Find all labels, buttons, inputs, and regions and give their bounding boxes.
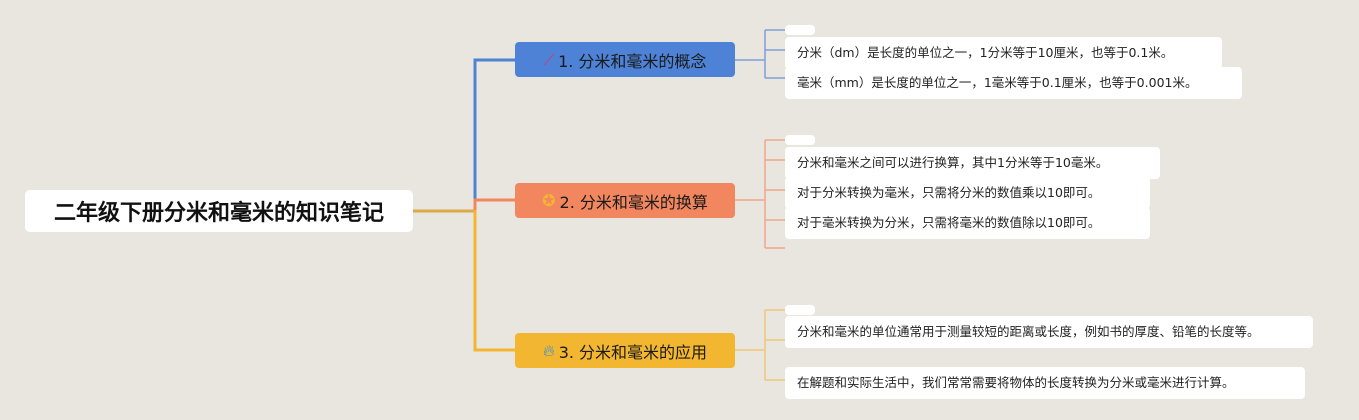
leaf-stub: [785, 305, 815, 315]
branch-topic-application[interactable]: 🔥︎ 3. 分米和毫米的应用: [515, 333, 735, 368]
leaf-note[interactable]: 对于毫米转换为分米，只需将毫米的数值除以10即可。: [785, 207, 1150, 239]
leaf-note[interactable]: 对于分米转换为毫米，只需将分米的数值乘以10即可。: [785, 177, 1150, 209]
leaf-stub: [785, 25, 815, 35]
flame-icon: 🔥︎: [542, 340, 555, 360]
leaf-note[interactable]: 分米和毫米之间可以进行换算，其中1分米等于10毫米。: [785, 147, 1160, 179]
branch-topic-concept[interactable]: ⟋ 1. 分米和毫米的概念: [515, 42, 735, 77]
branch-label: 2. 分米和毫米的换算: [559, 192, 708, 212]
leaf-note[interactable]: 毫米（mm）是长度的单位之一，1毫米等于0.1厘米，也等于0.001米。: [785, 67, 1242, 99]
magic-wand-icon: ⟋: [543, 50, 555, 69]
leaf-note[interactable]: 分米和毫米的单位通常用于测量较短的距离或长度，例如书的厚度、铅笔的长度等。: [785, 316, 1313, 348]
branch-topic-conversion[interactable]: ✪ 2. 分米和毫米的换算: [515, 183, 735, 218]
root-topic[interactable]: 二年级下册分米和毫米的知识笔记: [25, 190, 413, 232]
leaf-note[interactable]: 在解题和实际生活中，我们常常需要将物体的长度转换为分米或毫米进行计算。: [785, 367, 1305, 399]
award-ribbon-icon: ✪: [542, 191, 556, 210]
leaf-stub: [785, 135, 815, 145]
branch-label: 1. 分米和毫米的概念: [558, 51, 707, 71]
leaf-note[interactable]: 分米（dm）是长度的单位之一，1分米等于10厘米，也等于0.1米。: [785, 37, 1222, 69]
branch-label: 3. 分米和毫米的应用: [558, 342, 708, 362]
